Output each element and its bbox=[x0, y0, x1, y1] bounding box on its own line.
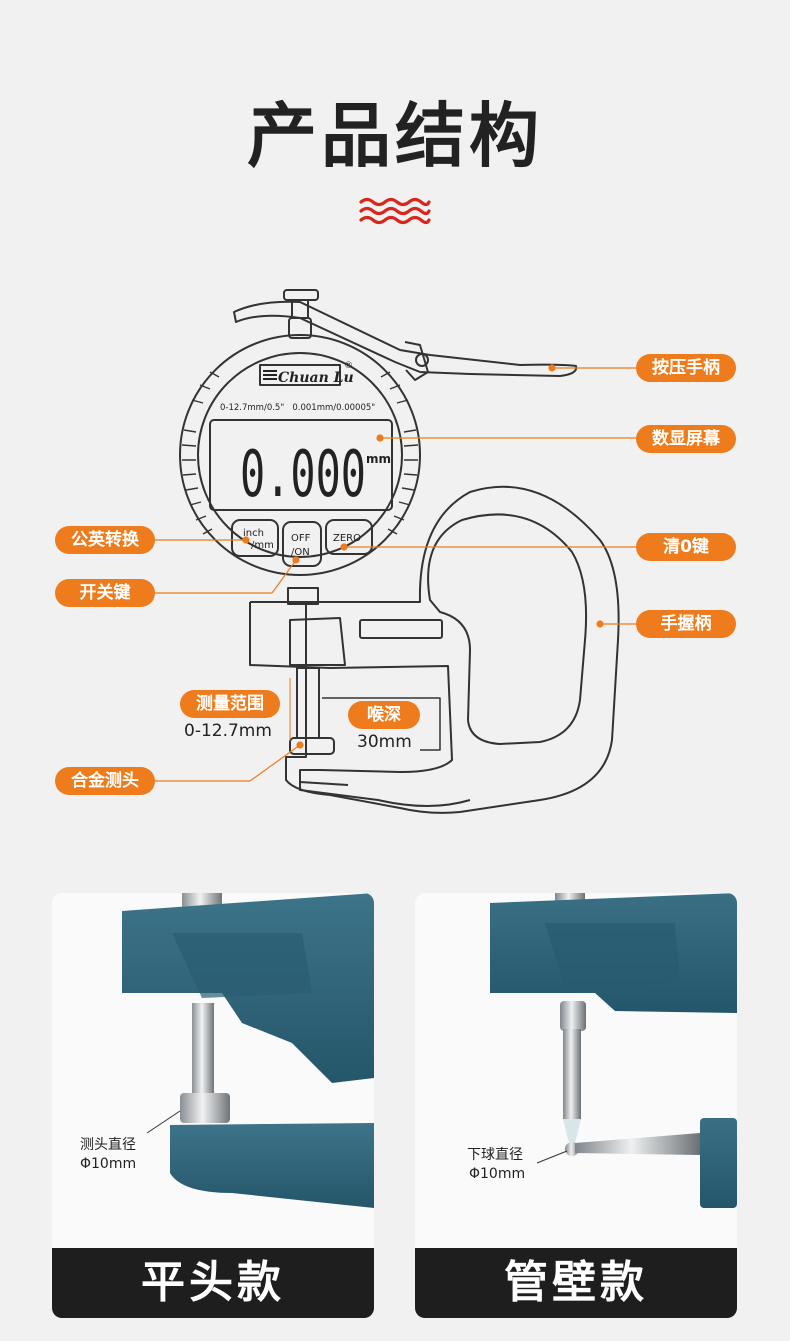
zero-button-text: ZERO bbox=[333, 533, 361, 544]
gauge-frame bbox=[250, 485, 620, 814]
tube-wall-title: 管壁款 bbox=[415, 1248, 737, 1318]
lcd-reading: 0.000 bbox=[240, 438, 366, 512]
tube-wall-photo bbox=[490, 893, 737, 1208]
on-button-text: /ON bbox=[291, 547, 310, 558]
card-flat-head: 测头直径 Φ10mm 平头款 bbox=[52, 893, 374, 1318]
press-handle-lever bbox=[233, 300, 578, 377]
lcd-unit: mm bbox=[366, 452, 391, 466]
inch-button-text: inch bbox=[243, 528, 264, 539]
wave-divider-icon bbox=[359, 197, 431, 225]
label-unit-switch: 公英转换 bbox=[55, 526, 155, 554]
gauge-body bbox=[249, 602, 471, 807]
label-zero-key: 清0键 bbox=[636, 533, 736, 561]
tube-wall-spec-line2: Φ10mm bbox=[469, 1166, 526, 1182]
page-title: 产品结构 bbox=[247, 95, 543, 177]
thickness-gauge-diagram: Chuan Lu ® 0-12.7mm/0.5" 0.001mm/0.00005… bbox=[155, 289, 636, 814]
tube-wall-spec: 下球直径 Φ10mm bbox=[467, 1146, 525, 1184]
label-range: 测量范围 bbox=[180, 690, 280, 718]
brand-text: Chuan Lu bbox=[278, 370, 354, 386]
tube-wall-spec-line1: 下球直径 bbox=[467, 1147, 523, 1163]
label-probe: 合金测头 bbox=[55, 767, 155, 795]
off-button-text: OFF bbox=[291, 533, 311, 544]
card-tube-wall: 下球直径 Φ10mm 管壁款 bbox=[415, 893, 737, 1318]
registered-mark: ® bbox=[344, 361, 353, 371]
flat-head-title: 平头款 bbox=[52, 1248, 374, 1318]
flat-head-photo bbox=[122, 893, 374, 1208]
label-display: 数显屏幕 bbox=[636, 425, 736, 453]
flat-head-spec-line2: Φ10mm bbox=[80, 1156, 137, 1172]
label-power-key: 开关键 bbox=[55, 579, 155, 607]
dial-housing bbox=[179, 334, 421, 576]
label-grip: 手握柄 bbox=[636, 610, 736, 638]
flat-head-spec: 测头直径 Φ10mm bbox=[80, 1136, 136, 1174]
label-press-handle: 按压手柄 bbox=[636, 354, 736, 382]
throat-value: 30mm bbox=[357, 732, 412, 752]
spec-text: 0-12.7mm/0.5" 0.001mm/0.00005" bbox=[220, 403, 375, 413]
mm-button-text: /mm bbox=[251, 540, 274, 551]
alloy-probe-head bbox=[289, 737, 335, 755]
flat-head-spec-line1: 测头直径 bbox=[80, 1137, 136, 1153]
spindle bbox=[296, 667, 320, 739]
range-value: 0-12.7mm bbox=[184, 721, 272, 741]
label-throat: 喉深 bbox=[348, 701, 420, 729]
lcd-screen bbox=[209, 419, 393, 511]
